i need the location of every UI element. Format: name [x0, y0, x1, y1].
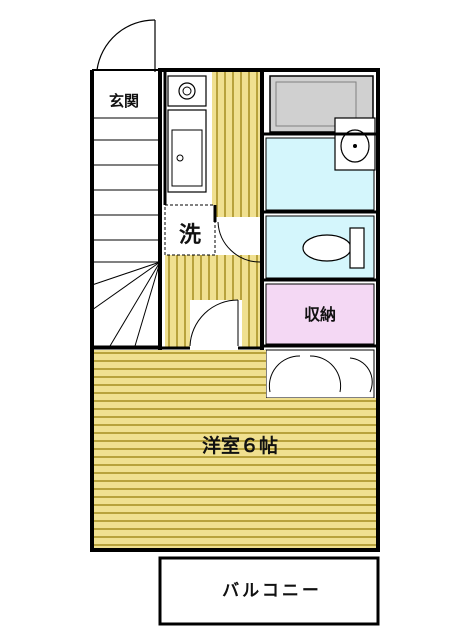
label-entrance: 玄関	[109, 92, 139, 110]
label-western-room: 洋室６帖	[202, 434, 278, 457]
kitchen-floor	[212, 72, 260, 217]
washbasin-icon	[334, 117, 376, 171]
stairs-icon	[91, 117, 161, 347]
sink-icon	[167, 109, 207, 193]
walls	[90, 68, 380, 552]
corridor-door-icon	[189, 299, 242, 347]
label-balcony: バルコニー	[222, 581, 322, 601]
western-room	[94, 350, 266, 548]
toilet-icon	[302, 227, 365, 269]
storage-room	[265, 283, 375, 345]
balcony-area	[158, 556, 380, 626]
stove-icon	[167, 75, 207, 107]
label-laundry: 洗	[179, 223, 201, 248]
closet-door-icon	[265, 349, 375, 399]
entrance-door-icon	[92, 19, 160, 72]
toilet-door-icon	[217, 221, 261, 263]
label-storage: 収納	[304, 305, 336, 324]
laundry-area	[164, 204, 216, 256]
